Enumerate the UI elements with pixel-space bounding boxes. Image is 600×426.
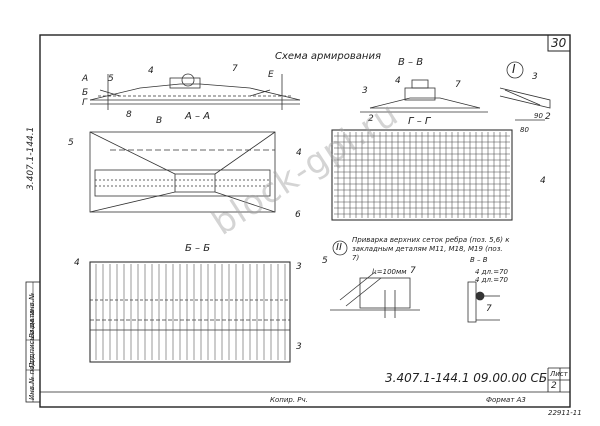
label-node-2: II (336, 242, 342, 253)
doc-code: 3.407.1-144.1 09.00.00 СБ (385, 371, 548, 385)
title-scheme: Схема армирования (275, 51, 381, 62)
callout-E-top: Е (268, 70, 274, 80)
callout-V-top: В (156, 116, 163, 126)
callout-7-top: 7 (232, 64, 238, 74)
dim-90: 90 (534, 112, 543, 120)
callout-7-n2: 7 (410, 266, 416, 276)
weld-note-1: 4 дл.=70 (475, 268, 508, 276)
side-label-3: Взам. инв.№ (28, 292, 36, 338)
sheet-number: 30 (551, 36, 567, 50)
label-section-bb: Б – Б (185, 243, 211, 254)
callout-G-top: Г (82, 98, 88, 108)
view-node-section (467, 281, 500, 323)
view-detail-2 (330, 240, 420, 318)
sheet-label: Лист (550, 370, 568, 378)
callout-A-top: А (82, 74, 89, 84)
view-plan (89, 131, 276, 213)
view-right-mesh (331, 129, 513, 221)
callout-7-vv: 7 (455, 80, 461, 90)
callout-5-n2: 5 (322, 256, 328, 266)
callout-3-vv: 3 (362, 86, 368, 96)
format-label: Формат А3 (486, 396, 526, 404)
label-section-vv: В – В (398, 57, 424, 68)
node-note: Приварка верхних сеток ребра (поз. 5,6) … (352, 236, 510, 262)
callout-B-top: Б (82, 88, 89, 98)
sheet-frame (25, 34, 571, 408)
weld-note-2: 4 дл.=70 (475, 276, 508, 284)
view-vv-section (360, 79, 488, 113)
view-right-mesh-grid (334, 132, 510, 218)
callout-3-n1: 3 (532, 72, 538, 82)
copied-label: Копир. Рч. (270, 396, 308, 404)
callout-5-top: 5 (108, 74, 114, 84)
view-bb-verticals (95, 264, 286, 360)
sheet-value: 2 (551, 381, 557, 391)
dim-100: l₁=100мм (372, 268, 407, 276)
callout-2-n1: 2 (545, 112, 551, 122)
callout-8-top: 8 (126, 110, 132, 120)
callout-4-plan: 4 (296, 148, 302, 158)
side-code: 3.407.1-144.1 (26, 126, 36, 190)
callout-4-top: 4 (148, 66, 154, 76)
callout-5-plan: 5 (68, 138, 74, 148)
callout-4-vv: 4 (395, 76, 401, 86)
label-section-aa: А – А (185, 111, 211, 122)
view-detail-1 (499, 61, 551, 121)
view-bb-mesh (89, 261, 291, 363)
callout-2-vv: 2 (368, 114, 374, 124)
dim-80: 80 (520, 126, 529, 134)
view-top-section (89, 73, 301, 110)
callout-4-bb: 4 (74, 258, 80, 268)
callout-7-node: 7 (486, 304, 492, 314)
bottom-code: 22911-11 (548, 409, 582, 417)
label-node-section: В – В (470, 256, 488, 264)
callout-4-mesh: 4 (540, 176, 546, 186)
callout-3-bb: 3 (296, 262, 302, 272)
label-section-gg: Г – Г (408, 116, 431, 127)
callout-3-bb-b: 3 (296, 342, 302, 352)
label-node-1: I (512, 62, 516, 76)
callout-6-plan: 6 (295, 210, 301, 220)
